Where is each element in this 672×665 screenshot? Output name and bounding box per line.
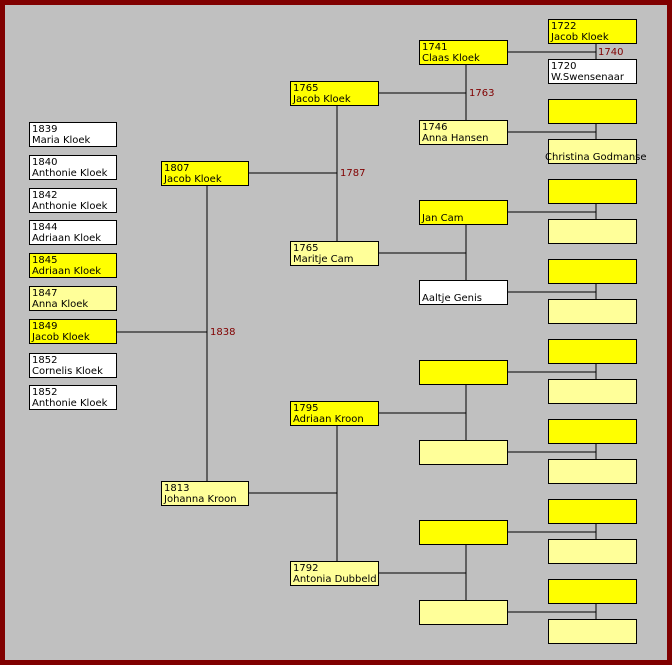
child-name: Adriaan Kloek bbox=[32, 233, 102, 244]
person-name: Christina Godmanse bbox=[545, 152, 647, 163]
child-year: 1842 bbox=[32, 190, 58, 201]
empty-person-box[interactable] bbox=[419, 520, 508, 545]
person-year: 1765 bbox=[293, 83, 319, 94]
child-year: 1852 bbox=[32, 355, 58, 366]
person-year: 1746 bbox=[422, 122, 448, 133]
person-year: 1807 bbox=[164, 163, 190, 174]
empty-person-box[interactable] bbox=[548, 179, 637, 204]
person-year: 1795 bbox=[293, 403, 319, 414]
person-name: Johanna Kroon bbox=[164, 494, 237, 505]
person-box[interactable]: Christina Godmanse bbox=[545, 139, 647, 164]
empty-person-box[interactable] bbox=[419, 600, 508, 625]
child-name: Cornelis Kloek bbox=[32, 366, 103, 377]
marriage-year: 1763 bbox=[469, 88, 495, 99]
person-name: Maritje Cam bbox=[293, 254, 354, 265]
person-name: Jacob Kloek bbox=[551, 32, 609, 43]
marriage-year: 1740 bbox=[598, 47, 624, 58]
marriage-year: 1787 bbox=[340, 168, 366, 179]
empty-person-box[interactable] bbox=[419, 440, 508, 465]
empty-person-box[interactable] bbox=[548, 339, 637, 364]
person-year bbox=[422, 202, 505, 213]
person-name: Aaltje Genis bbox=[422, 293, 483, 304]
person-box[interactable]: Jan Cam bbox=[419, 200, 508, 225]
empty-person-box[interactable] bbox=[548, 619, 637, 644]
person-year: 1741 bbox=[422, 42, 448, 53]
empty-person-box[interactable] bbox=[548, 539, 637, 564]
child-year: 1852 bbox=[32, 387, 58, 398]
child-name: Jacob Kloek bbox=[32, 332, 90, 343]
person-name: Jacob Kloek bbox=[293, 94, 351, 105]
person-year: 1792 bbox=[293, 563, 319, 574]
person-name: Adriaan Kroon bbox=[293, 414, 364, 425]
person-name: W.Swensenaar bbox=[551, 72, 625, 83]
person-year: 1765 bbox=[293, 243, 319, 254]
empty-person-box[interactable] bbox=[419, 360, 508, 385]
empty-person-box[interactable] bbox=[548, 459, 637, 484]
child-name: Maria Kloek bbox=[32, 135, 91, 146]
empty-person-box[interactable] bbox=[548, 419, 637, 444]
child-name: Anthonie Kloek bbox=[32, 201, 108, 212]
person-year: 1722 bbox=[551, 21, 577, 32]
person-name: Anna Hansen bbox=[422, 133, 489, 144]
empty-person-box[interactable] bbox=[548, 259, 637, 284]
person-year: 1813 bbox=[164, 483, 190, 494]
child-year: 1849 bbox=[32, 321, 58, 332]
child-name: Anna Kloek bbox=[32, 299, 89, 310]
child-year: 1845 bbox=[32, 255, 58, 266]
empty-person-box[interactable] bbox=[548, 379, 637, 404]
child-name: Anthonie Kloek bbox=[32, 398, 108, 409]
empty-person-box[interactable] bbox=[548, 219, 637, 244]
person-name: Claas Kloek bbox=[422, 53, 480, 64]
child-year: 1844 bbox=[32, 222, 58, 233]
person-name: Jacob Kloek bbox=[164, 174, 222, 185]
child-year: 1839 bbox=[32, 124, 58, 135]
empty-person-box[interactable] bbox=[548, 99, 637, 124]
empty-person-box[interactable] bbox=[548, 579, 637, 604]
empty-person-box[interactable] bbox=[548, 299, 637, 324]
person-name: Antonia Dubbeld bbox=[293, 574, 377, 585]
marriage-year: 1838 bbox=[210, 327, 236, 338]
person-year: 1720 bbox=[551, 61, 577, 72]
person-box[interactable]: Aaltje Genis bbox=[419, 280, 508, 305]
person-year bbox=[549, 141, 634, 152]
child-name: Anthonie Kloek bbox=[32, 168, 108, 179]
child-year: 1840 bbox=[32, 157, 58, 168]
person-year bbox=[422, 282, 505, 293]
child-name: Adriaan Kloek bbox=[32, 266, 102, 277]
person-name: Jan Cam bbox=[422, 213, 464, 224]
empty-person-box[interactable] bbox=[548, 499, 637, 524]
child-year: 1847 bbox=[32, 288, 58, 299]
